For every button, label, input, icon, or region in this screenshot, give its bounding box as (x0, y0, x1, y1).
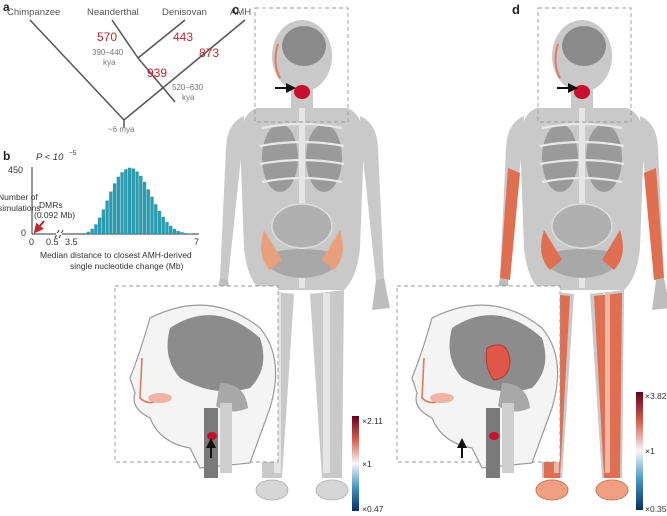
count-denisovan: 443 (173, 30, 193, 44)
histogram-bar (120, 172, 124, 234)
time-amh-split: 520–630 (172, 83, 204, 92)
phylogeny-lines (29, 19, 246, 128)
histogram-bar (112, 183, 117, 234)
histogram-bar (165, 222, 169, 234)
count-neanderthal: 570 (97, 30, 117, 44)
panel-label-a: a (3, 0, 10, 14)
panel-label-c: c (232, 2, 239, 17)
histogram-bar (82, 233, 87, 234)
scale-mid-c: ×1 (362, 459, 372, 469)
dmr-label: DMRs (39, 200, 63, 210)
axis-tick-x-3-5: 3.5 (65, 237, 78, 247)
color-scale-d (636, 392, 643, 510)
time-archaic-split: 390–440 (92, 48, 124, 57)
histogram-bar (169, 225, 173, 234)
histogram-bar (101, 209, 106, 234)
time-archaic-unit: kya (103, 58, 116, 67)
label-denisovan: Denisovan (162, 7, 207, 18)
histogram-bar (116, 176, 120, 234)
head-zoom-box-c (254, 7, 349, 123)
label-amh: AMH (230, 7, 251, 18)
color-scale-c (352, 416, 359, 511)
p-value: P < 10 (36, 152, 64, 163)
histogram-bar (172, 228, 177, 234)
scale-min-d: ×0.35 (645, 504, 667, 514)
axis-label-x-line2: single nucleotide change (Mb) (70, 261, 184, 271)
axis-label-y-line1: Number of (0, 192, 38, 202)
histogram-bar (146, 189, 150, 234)
histogram-bar (161, 216, 165, 234)
scale-max-d: ×3.82 (645, 391, 667, 401)
histogram-bar (124, 169, 128, 234)
scale-mid-d: ×1 (645, 446, 655, 456)
scale-min-c: ×0.47 (362, 504, 384, 514)
axis-label-y-line2: simulations (0, 203, 41, 213)
axis-tick-y-max: 450 (8, 165, 23, 175)
histogram-bar (109, 191, 113, 234)
histogram-bar (86, 231, 91, 234)
p-value-exponent: −5 (69, 150, 77, 157)
axis-break-gap (56, 233, 62, 235)
axis-tick-y-min: 0 (21, 228, 26, 238)
axis-tick-x-0-5: 0.5 (46, 237, 59, 247)
body-figure-c (212, 18, 392, 502)
histogram-bars (54, 167, 192, 239)
panel-label-d: d (512, 2, 520, 17)
axis-tick-x-0: 0 (29, 237, 34, 247)
histogram-bar (135, 171, 139, 234)
dmr-arrow (33, 220, 45, 234)
histogram-bar (139, 175, 143, 234)
count-archaic: 939 (147, 66, 167, 80)
histogram-bar (105, 200, 109, 234)
histogram-bar (150, 196, 154, 234)
histogram-bar (176, 231, 180, 234)
histogram-bar (90, 228, 94, 234)
time-root: ~6 mya (108, 125, 135, 134)
histogram-bar (131, 168, 135, 234)
head-closeup-d (411, 304, 559, 479)
histogram-bar (127, 167, 132, 234)
histogram-bar (184, 233, 188, 234)
histogram-bar (142, 181, 147, 234)
panel-a: a Chimpanzee Neanderthal Denisovan AMH 5… (3, 0, 251, 134)
histogram-bar (154, 204, 158, 234)
histogram-bar (180, 232, 184, 234)
time-amh-unit: kya (182, 93, 195, 102)
label-chimpanzee: Chimpanzee (7, 7, 60, 18)
panel-d: d ×3.82 (396, 2, 667, 514)
histogram-bar (157, 210, 162, 234)
axis-tick-x-7: 7 (194, 237, 199, 247)
scale-max-c: ×2.11 (362, 416, 383, 426)
count-amh: 873 (199, 46, 219, 60)
axis-label-x-line1: Median distance to closest AMH-derived (40, 250, 192, 260)
histogram-bar (94, 224, 98, 234)
histogram-bar (97, 217, 102, 234)
panel-b: b P < 10 −5 450 0 Number of simulations … (0, 149, 199, 271)
panel-c: c ×2.11 ×1 ×0.47 (114, 2, 392, 514)
dmr-value: (0.092 Mb) (34, 210, 75, 220)
label-neanderthal: Neanderthal (87, 7, 139, 18)
panel-label-b: b (3, 149, 10, 163)
head-zoom-box-d (537, 7, 632, 123)
